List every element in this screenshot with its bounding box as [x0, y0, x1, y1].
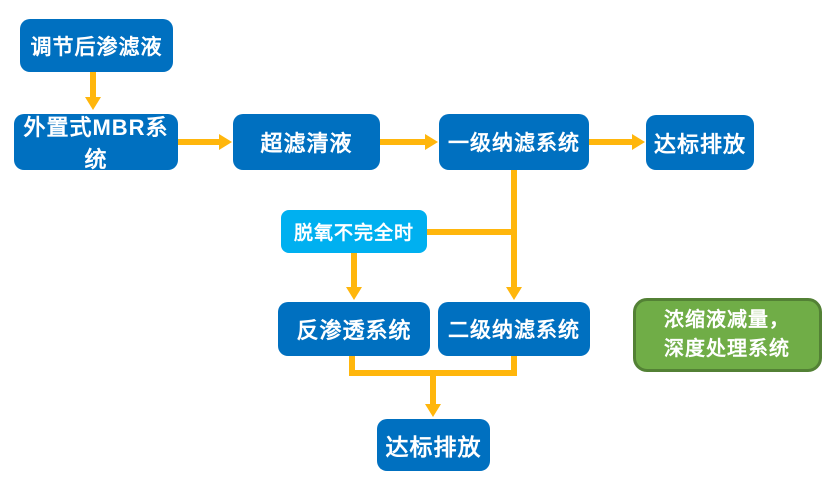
arrow-condition-to-ro-shaft	[351, 253, 357, 288]
node-second-stage-nf-system: 二级纳滤系统	[438, 302, 590, 356]
connector-nf2-down	[511, 356, 517, 376]
node-external-mbr-system: 外置式MBR系统	[14, 114, 178, 172]
arrow-uf-to-nf1-shaft	[380, 139, 426, 145]
node-adjusted-leachate: 调节后渗滤液	[20, 19, 173, 72]
node-discharge-standard-bottom-label: 达标排放	[385, 434, 482, 460]
node-discharge-standard-top-label: 达标排放	[653, 131, 746, 157]
arrow-adjusted-to-mbr-shaft	[90, 72, 96, 98]
arrow-mbr-to-uf-shaft	[178, 139, 221, 145]
node-concentrate-reduction-line1: 浓缩液减量，	[664, 309, 790, 331]
node-reverse-osmosis-system-label: 反渗透系统	[296, 318, 412, 343]
arrow-condition-to-ro-head	[346, 287, 362, 300]
node-adjusted-leachate-label: 调节后渗滤液	[30, 35, 163, 59]
node-uf-clear-liquid: 超滤清液	[233, 114, 380, 170]
arrow-uf-to-nf1-head	[425, 134, 438, 150]
node-discharge-standard-bottom: 达标排放	[377, 419, 490, 471]
arrow-nf1-to-discharge-shaft	[589, 139, 633, 145]
node-first-stage-nf-system: 一级纳滤系统	[439, 114, 589, 170]
node-uf-clear-liquid-label: 超滤清液	[260, 131, 353, 156]
arrow-adjusted-to-mbr-head	[85, 97, 101, 110]
node-reverse-osmosis-system: 反渗透系统	[278, 302, 430, 356]
node-incomplete-deoxygenation-condition-label: 脱氧不完全时	[293, 223, 414, 244]
node-concentrate-reduction-line2: 深度处理系统	[664, 338, 790, 360]
connector-condition-to-nf2-line	[427, 229, 517, 235]
connector-merge-horizontal	[349, 370, 517, 376]
node-external-mbr-system-label: 外置式MBR系统	[23, 115, 169, 172]
arrow-nf1-to-discharge-head	[632, 134, 645, 150]
connector-ro-down	[349, 356, 355, 376]
arrow-mbr-to-uf-head	[219, 134, 232, 150]
node-first-stage-nf-system-label: 一级纳滤系统	[448, 132, 580, 155]
node-discharge-standard-top: 达标排放	[646, 115, 754, 170]
arrow-nf1-to-nf2-head	[506, 287, 522, 300]
node-concentrate-reduction-note: 浓缩液减量， 深度处理系统	[633, 298, 822, 372]
node-incomplete-deoxygenation-condition: 脱氧不完全时	[281, 210, 427, 253]
node-second-stage-nf-system-label: 二级纳滤系统	[448, 319, 580, 342]
arrow-merge-to-discharge-shaft	[430, 376, 436, 405]
arrow-merge-to-discharge-head	[425, 404, 441, 417]
